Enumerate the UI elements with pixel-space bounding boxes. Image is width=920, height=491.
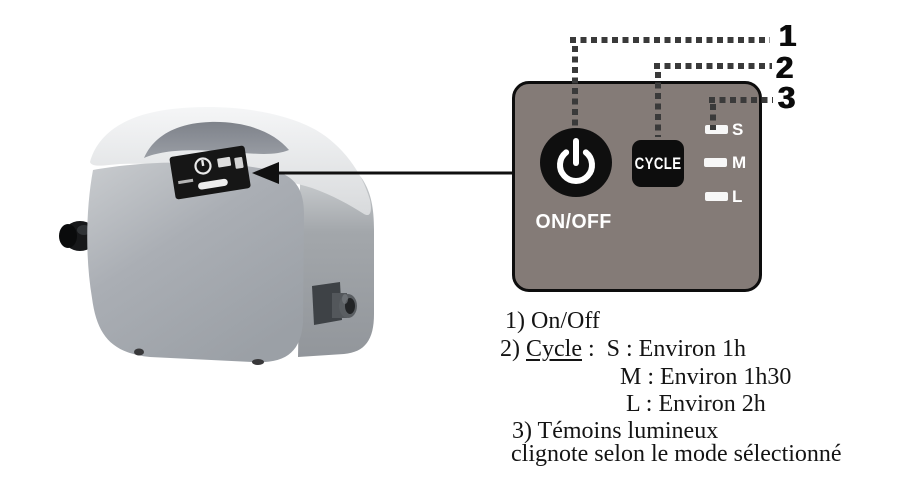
power-icon: [557, 138, 595, 184]
indicator-led-s: [705, 125, 728, 134]
legend-line-blink: clignote selon le mode sélectionné: [511, 441, 842, 467]
indicator-label-m: M: [732, 153, 747, 172]
callout-number-1: 1: [779, 18, 797, 53]
callout-line-1-horizontal: [570, 37, 770, 43]
air-pump-device: [59, 107, 374, 365]
legend-cycle-word: Cycle: [526, 336, 582, 362]
device-foot: [134, 348, 144, 356]
outlet-port-icon: [312, 282, 357, 325]
legend-line-onoff: 1) On/Off: [505, 308, 600, 334]
indicator-label-l: L: [732, 187, 743, 206]
indicator-led-m: [704, 158, 727, 167]
power-button: [540, 128, 612, 197]
callout-line-1-vertical: [572, 46, 578, 129]
callout-line-3-horizontal: [709, 97, 773, 103]
handle-opening: [144, 121, 289, 158]
legend-line-mode-m: M : Environ 1h30: [620, 364, 792, 390]
legend-line-cycle: 2) Cycle : S : Environ 1h: [500, 336, 746, 362]
power-button-label: ON/OFF: [535, 211, 612, 233]
control-panel-diagram: ON/OFF CYCLE S M L: [512, 81, 762, 292]
legend-cycle-suffix: : S : Environ 1h: [581, 336, 746, 362]
cycle-button-label: CYCLE: [634, 153, 682, 173]
callout-line-3-vertical: [710, 104, 716, 130]
callout-line-2-vertical: [655, 72, 661, 137]
legend-cycle-prefix: 2): [500, 336, 526, 362]
callout-number-2: 2: [776, 50, 794, 85]
device-front-face: [87, 162, 305, 363]
device-foot: [252, 359, 264, 365]
callout-number-3: 3: [778, 80, 796, 115]
legend-line-mode-l: L : Environ 2h: [626, 391, 766, 417]
callout-line-2-horizontal: [654, 63, 772, 69]
indicator-label-s: S: [732, 120, 744, 139]
indicator-led-l: [705, 192, 728, 201]
device-control-label: [169, 145, 251, 200]
cycle-button: CYCLE: [632, 140, 684, 187]
legend-line-indicators: 3) Témoins lumineux: [512, 418, 719, 444]
pointer-arrow: [252, 162, 516, 184]
